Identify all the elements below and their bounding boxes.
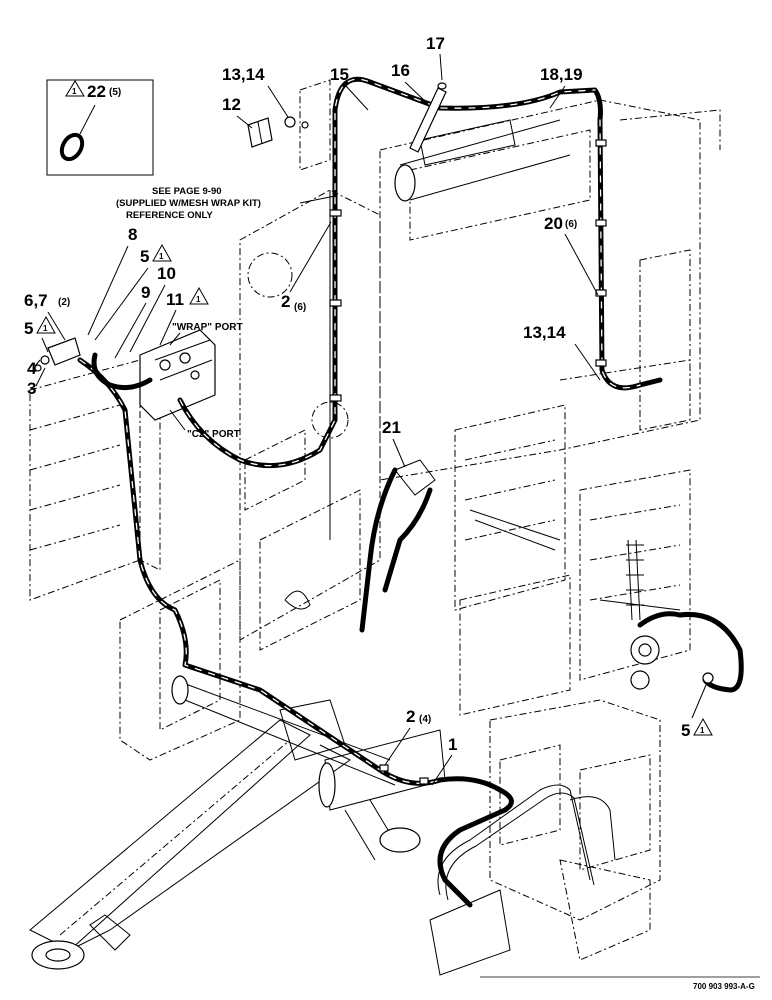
callout-6-7: 6,7 — [24, 291, 48, 310]
svg-text:1: 1 — [43, 324, 48, 333]
warning-triangle-icon — [693, 717, 713, 736]
hydraulic-hoses — [77, 76, 744, 908]
o-ring-icon — [59, 132, 85, 162]
callout-5-upper: 5 — [140, 247, 149, 266]
callout-5-left: 5 — [24, 319, 33, 338]
inset-box: 1 22 (5) — [46, 79, 154, 176]
note-line-1: SEE PAGE 9-90 — [152, 186, 222, 197]
revision-triangle-icon — [65, 80, 85, 97]
note-line-2: (SUPPLIED W/MESH WRAP KIT) — [116, 198, 261, 209]
quantity-6-7: (2) — [58, 297, 70, 308]
callout-22: 22 — [87, 82, 106, 101]
callout-5-right: 5 — [681, 721, 690, 740]
callout-1: 1 — [448, 735, 457, 754]
callout-16: 16 — [391, 61, 410, 80]
quantity-2-lower: (4) — [419, 714, 431, 725]
machine-frame — [29, 79, 721, 976]
callout-18-19: 18,19 — [540, 65, 583, 84]
wrap-port-label: "WRAP" PORT — [172, 322, 243, 333]
callout-3: 3 — [27, 379, 36, 398]
callout-20: 20 — [544, 214, 563, 233]
svg-text:1: 1 — [700, 726, 705, 735]
quantity-2-upper: (6) — [294, 302, 306, 313]
svg-text:1: 1 — [196, 295, 201, 304]
warning-triangle-icon — [189, 286, 209, 305]
callout-2-upper: 2 — [281, 292, 290, 311]
hardware-parts — [34, 82, 714, 785]
callout-13-14-right: 13,14 — [523, 323, 566, 342]
callout-4: 4 — [27, 359, 37, 378]
warning-triangle-icon — [152, 243, 172, 262]
callouts: 17 16 15 18,19 13,14 12 20 (6) 2 (6) 13,… — [24, 34, 713, 786]
svg-text:1: 1 — [159, 252, 164, 261]
callout-2-lower: 2 — [406, 707, 415, 726]
callout-9: 9 — [141, 283, 150, 302]
reference-note: SEE PAGE 9-90 (SUPPLIED W/MESH WRAP KIT)… — [116, 186, 336, 221]
callout-17: 17 — [426, 34, 445, 53]
document-number: 700 903 993-A-G — [693, 982, 755, 991]
revision-mark-22: 1 — [72, 87, 77, 96]
warning-triangle-icon — [36, 315, 56, 334]
quantity-20: (6) — [565, 219, 577, 230]
callout-12: 12 — [222, 95, 241, 114]
callout-21: 21 — [382, 418, 401, 437]
callout-13-14-upper: 13,14 — [222, 65, 265, 84]
callout-8: 8 — [128, 225, 137, 244]
callout-11: 11 — [166, 290, 184, 309]
quantity-22: (5) — [109, 87, 121, 98]
callout-15: 15 — [330, 65, 349, 84]
callout-10: 10 — [157, 264, 176, 283]
c2-port-label: "C2" PORT — [187, 429, 240, 440]
note-line-3: REFERENCE ONLY — [126, 210, 213, 221]
